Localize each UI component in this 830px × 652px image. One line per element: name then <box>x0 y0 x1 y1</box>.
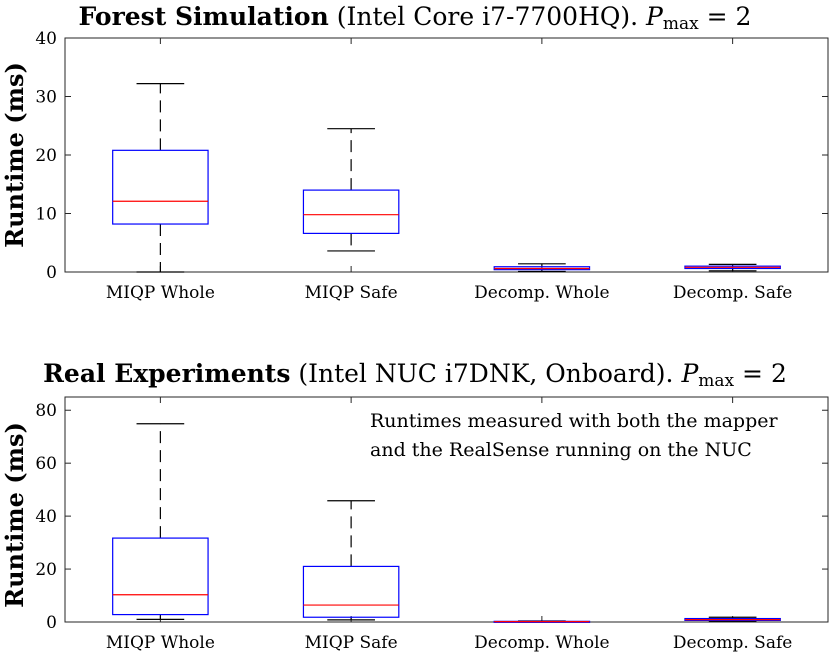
box-iqr <box>302 565 400 618</box>
y-tick-label: 0 <box>46 263 57 283</box>
box-decomp-whole <box>493 620 591 623</box>
chart-title: Forest Simulation (Intel Core i7-7700HQ)… <box>79 2 752 34</box>
y-axis-label: Runtime (ms) <box>0 422 29 608</box>
title-param: P <box>645 2 664 31</box>
title-bold: Real Experiments <box>43 359 290 388</box>
annotation-line-2: and the RealSense running on the NUC <box>370 439 752 461</box>
plot-frame <box>64 37 829 273</box>
chart-title: Real Experiments (Intel NUC i7DNK, Onboa… <box>43 359 787 391</box>
x-tick-label: Decomp. Whole <box>474 283 609 303</box>
y-tick-label: 40 <box>35 507 57 527</box>
box-iqr <box>112 537 209 616</box>
box-decomp-safe <box>684 263 781 272</box>
title-rest: (Intel NUC i7DNK, Onboard). <box>290 359 681 388</box>
annotation-line-1: Runtimes measured with both the mapper <box>370 410 778 432</box>
title-param-val: = 2 <box>699 2 752 31</box>
x-tick-label: Decomp. Safe <box>673 283 792 303</box>
y-tick-label: 20 <box>35 146 57 166</box>
box-decomp-whole <box>493 263 591 273</box>
box-iqr <box>112 149 209 225</box>
y-tick-label: 80 <box>35 401 57 421</box>
title-bold: Forest Simulation <box>79 2 329 31</box>
box-miqp-safe <box>302 500 400 621</box>
title-param-sub: max <box>698 371 734 391</box>
x-tick-label: MIQP Safe <box>305 283 398 303</box>
box-decomp-safe <box>684 616 781 622</box>
box-miqp-safe <box>302 128 400 252</box>
y-tick-label: 40 <box>35 29 57 49</box>
title-param: P <box>680 359 699 388</box>
title-rest: (Intel Core i7-7700HQ). <box>329 2 646 31</box>
x-tick-label: MIQP Safe <box>305 633 398 652</box>
title-param-sub: max <box>663 14 699 34</box>
box-miqp-whole <box>112 423 209 620</box>
chart-panel-forest-simulation: Forest Simulation (Intel Core i7-7700HQ)… <box>0 2 829 303</box>
y-tick-label: 30 <box>35 88 57 108</box>
x-tick-label: Decomp. Whole <box>474 633 609 652</box>
box-miqp-whole <box>112 83 209 273</box>
box-iqr <box>302 189 400 234</box>
y-tick-label: 0 <box>46 613 57 633</box>
plot-frame <box>64 396 829 623</box>
y-tick-label: 10 <box>35 205 57 225</box>
x-tick-label: Decomp. Safe <box>673 633 792 652</box>
y-axis-label: Runtime (ms) <box>0 62 29 248</box>
y-tick-label: 20 <box>35 560 57 580</box>
chart-panel-real-experiments: Real Experiments (Intel NUC i7DNK, Onboa… <box>0 359 829 652</box>
x-tick-label: MIQP Whole <box>106 633 215 652</box>
title-param-val: = 2 <box>734 359 787 388</box>
x-tick-label: MIQP Whole <box>106 283 215 303</box>
y-tick-label: 60 <box>35 454 57 474</box>
